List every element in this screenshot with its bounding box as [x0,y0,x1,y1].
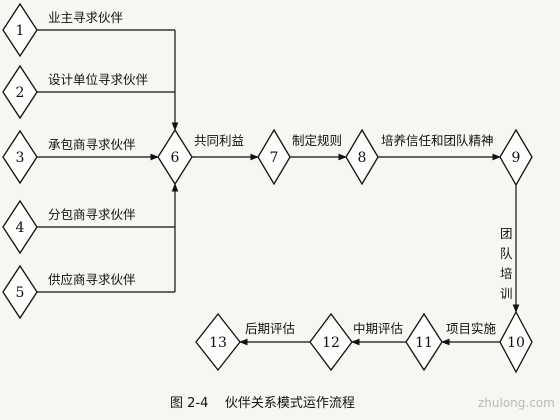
label-midterm-eval: 中期评估 [353,321,403,336]
node-4: 4 [2,199,38,255]
svg-text:10: 10 [507,335,525,351]
node-7: 7 [257,128,291,186]
label-supplier: 供应商寻求伙伴 [48,272,136,287]
svg-text:9: 9 [512,150,521,166]
node-2: 2 [2,64,38,120]
label-contractor: 承包商寻求伙伴 [48,137,136,152]
svg-text:5: 5 [16,285,25,301]
node-6: 6 [157,128,193,186]
label-team-training-2: 队 [500,246,513,261]
figure-caption: 图 2-4 伙伴关系模式运作流程 [170,396,355,411]
nodes: 1 2 3 4 5 6 7 8 [2,2,533,374]
label-set-rules: 制定规则 [292,133,342,148]
watermark: zhulong.com [478,396,555,410]
label-subcontractor: 分包商寻求伙伴 [48,207,136,222]
label-team-training-1: 团 [500,226,513,241]
svg-text:11: 11 [415,335,433,351]
label-common-interest: 共同利益 [194,133,244,148]
svg-text:1: 1 [16,23,25,39]
label-final-eval: 后期评估 [245,321,295,336]
node-5: 5 [2,264,38,320]
svg-text:12: 12 [322,335,340,351]
label-build-trust: 培养信任和团队精神 [381,133,494,148]
svg-text:3: 3 [16,150,25,166]
node-3: 3 [2,129,38,185]
node-8: 8 [345,128,379,186]
node-11: 11 [405,312,443,372]
svg-text:6: 6 [171,150,180,166]
label-team-training-3: 培 [500,266,513,281]
svg-text:8: 8 [358,150,367,166]
label-implementation: 项目实施 [446,321,497,336]
svg-text:2: 2 [16,85,25,101]
edges [37,29,520,346]
label-owner: 业主寻求伙伴 [48,10,124,25]
label-team-training-4: 训 [500,286,513,301]
node-9: 9 [499,128,533,187]
svg-text:13: 13 [209,335,227,351]
edge-labels: 业主寻求伙伴 设计单位寻求伙伴 承包商寻求伙伴 分包商寻求伙伴 供应商寻求伙伴 … [48,10,513,336]
node-10: 10 [499,310,533,374]
node-1: 1 [2,2,38,58]
svg-text:7: 7 [270,150,279,166]
svg-text:4: 4 [16,220,25,236]
label-designer: 设计单位寻求伙伴 [48,72,149,87]
node-12: 12 [309,312,353,372]
node-13: 13 [195,312,241,372]
